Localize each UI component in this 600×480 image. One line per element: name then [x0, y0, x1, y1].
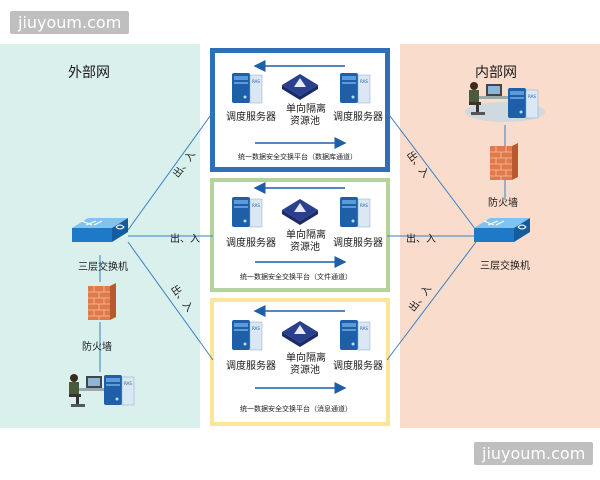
- internal-link-label-2: 出、入: [406, 234, 436, 245]
- dispatch-server-icon: [339, 319, 371, 351]
- channel-2-pool-label-line1: 单向隔离: [286, 230, 326, 241]
- channel-1-right-server-label: 调度服务器: [333, 112, 383, 123]
- channel-1-pool-label-line1: 单向隔离: [286, 104, 326, 115]
- internal-server-icon: [507, 87, 539, 119]
- channel-1-left-server-label: 调度服务器: [226, 112, 276, 123]
- channel-2-left-server-label: 调度服务器: [226, 238, 276, 249]
- external-network-title: 外部网: [68, 65, 110, 81]
- external-server-icon: [103, 374, 135, 406]
- external-firewall-icon: [87, 282, 117, 321]
- internal-switch-label: 三层交换机: [480, 261, 530, 272]
- internal-firewall-label: 防火墙: [488, 198, 518, 209]
- watermark-top-left: jiuyoum.com: [10, 11, 130, 34]
- channel-2-graphics: [231, 182, 371, 268]
- external-links: [127, 111, 214, 361]
- dispatch-server-icon: [231, 72, 263, 104]
- channel-3-graphics: [231, 305, 371, 394]
- external-link-label-2: 出、入: [170, 234, 200, 245]
- channel-3-pool-label-line2: 资源池: [290, 365, 320, 376]
- isolation-pool-icon: [282, 199, 318, 225]
- channel-2-right-server-label: 调度服务器: [333, 238, 383, 249]
- external-switch-label: 三层交换机: [78, 262, 128, 273]
- channel-3-pool-label-line1: 单向隔离: [286, 353, 326, 364]
- internal-firewall-icon: [489, 142, 519, 181]
- internal-network-title: 内部网: [475, 65, 517, 81]
- channel-3-left-server-label: 调度服务器: [226, 361, 276, 372]
- dispatch-server-icon: [231, 319, 263, 351]
- external-workstation-icon: [69, 374, 108, 407]
- isolation-pool-icon: [282, 74, 318, 100]
- dispatch-server-icon: [231, 196, 263, 228]
- external-firewall-label: 防火墙: [82, 342, 112, 353]
- external-switch-icon: [71, 217, 129, 243]
- message-channel-panel: [210, 298, 390, 426]
- database-channel-panel: [210, 48, 390, 172]
- dispatch-server-icon: [339, 196, 371, 228]
- channel-1-platform-label: 统一数据安全交换平台（数据库通道）: [238, 153, 357, 161]
- channel-1-graphics: [231, 60, 371, 149]
- channel-2-pool-label-line2: 资源池: [290, 242, 320, 253]
- internal-switch-icon: [473, 217, 531, 243]
- channel-3-right-server-label: 调度服务器: [333, 361, 383, 372]
- watermark-bottom-right: jiuyoum.com: [474, 442, 594, 465]
- dispatch-server-icon: [339, 72, 371, 104]
- isolation-pool-icon: [282, 321, 318, 347]
- channel-1-pool-label-line2: 资源池: [290, 116, 320, 127]
- channel-2-platform-label: 统一数据安全交换平台（文件通道）: [240, 273, 352, 281]
- channel-3-platform-label: 统一数据安全交换平台（消息通道）: [240, 405, 352, 413]
